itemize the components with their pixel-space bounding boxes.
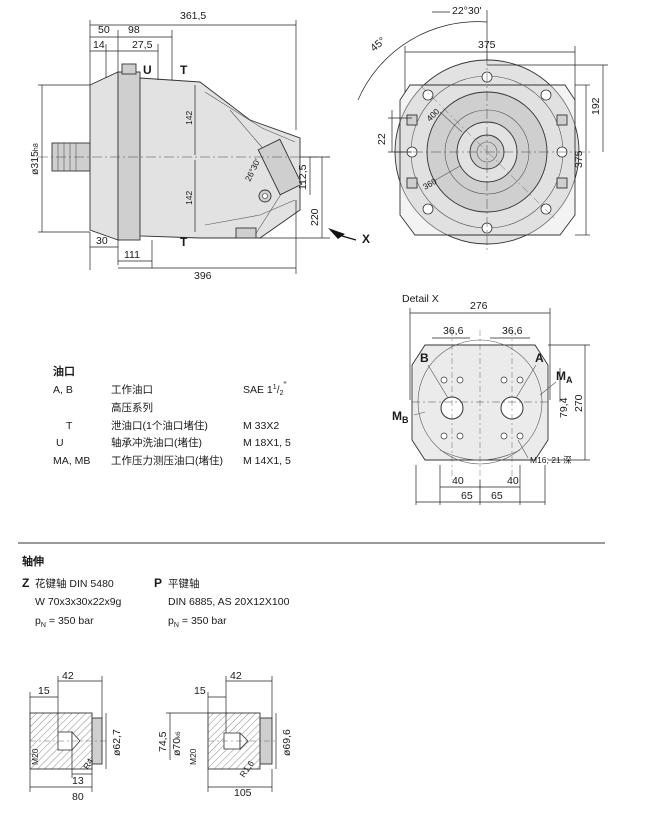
shaft-p-spec: DIN 6885, AS 20X12X100: [168, 596, 290, 608]
oil-port-row-4-desc: 工作压力测压油口(堵住): [111, 454, 223, 467]
dim-361-5: 361,5: [180, 10, 206, 22]
p-dim-15: 15: [194, 685, 206, 697]
z-dim-42: 42: [62, 670, 74, 682]
z-dim-62-7: ø62,7: [111, 729, 123, 756]
dim-142-top: 142: [184, 111, 194, 125]
dim-112-5: 112,5: [297, 164, 309, 190]
p-dim-74-5: 74,5: [157, 731, 169, 752]
thread-note: M16; 21 深: [530, 455, 572, 465]
port-u-boss: [121, 63, 137, 75]
dim-dia-315: ø315h8: [29, 143, 41, 175]
p-dim-m20: M20: [188, 748, 198, 765]
port-b-label: B: [420, 351, 429, 365]
shaft-z-drawing: 42 15 M20 ø62,7 R4 13 80: [29, 670, 123, 803]
dim-36-6-left: 36,6: [443, 325, 464, 337]
side-view: 361,5 50 98 14 27,5 U T T 142 142 26°30'…: [29, 10, 370, 282]
dim-375-top: 375: [478, 39, 496, 51]
dim-220: 220: [309, 208, 321, 226]
dim-79-4: 79,4: [558, 397, 570, 418]
p-dim-105: 105: [234, 787, 252, 799]
oil-port-row-0-spec: SAE 11/2": [243, 380, 287, 397]
p-dim-69-6: ø69,6: [281, 729, 293, 756]
angle-22-30: 22°30': [452, 5, 482, 17]
z-dim-m20: M20: [30, 748, 40, 765]
dim-22: 22: [376, 133, 388, 145]
shaft-z-letter: Z: [22, 576, 29, 590]
z-dim-80: 80: [72, 791, 84, 803]
oil-port-row-0-desc: 工作油口: [111, 383, 153, 396]
dim-40-left: 40: [452, 475, 464, 487]
dim-36-6-right: 36,6: [502, 325, 523, 337]
shaft-p-pressure: pN= 350 bar: [168, 615, 227, 629]
port-a-label: A: [535, 351, 544, 365]
oil-port-row-4-port: MA, MB: [53, 455, 90, 467]
shaft-p-drawing: 42 15 74,5 ø70k6 M20 ø69,6 R1,6 105: [157, 670, 293, 799]
dim-192: 192: [590, 97, 602, 115]
z-dim-15: 15: [38, 685, 50, 697]
oil-ports-title: 油口: [53, 364, 75, 378]
view-x-label: X: [362, 232, 370, 246]
dim-65-left: 65: [461, 490, 473, 502]
dim-375-right: 375: [573, 150, 585, 168]
oil-port-row-3-desc: 轴承冲洗油口(堵住): [111, 436, 202, 449]
shaft-title: 轴伸: [22, 554, 44, 568]
dim-40-right: 40: [507, 475, 519, 487]
oil-port-row-4-spec: M 14X1, 5: [243, 455, 291, 467]
oil-port-row-3-port: U: [56, 437, 64, 449]
shaft-section: 轴伸 Z 花键轴 DIN 5480 W 70x3x30x22x9g pN= 35…: [22, 554, 290, 629]
dim-270: 270: [573, 394, 585, 412]
p-dim-42: 42: [230, 670, 242, 682]
dim-111: 111: [124, 249, 140, 261]
oil-ports-table: 油口 A, B 工作油口 SAE 11/2" 高压系列 T 泄油口(1个油口堵住…: [53, 364, 291, 467]
dim-30: 30: [96, 235, 108, 247]
port-mb-label: MB: [392, 409, 409, 425]
detail-x-title: Detail X: [402, 293, 439, 305]
dim-27-5: 27,5: [132, 39, 153, 51]
shaft-p-name: 平键轴: [168, 577, 200, 590]
shaft-z-spec: W 70x3x30x22x9g: [35, 596, 122, 608]
shaft-z-pressure: pN= 350 bar: [35, 615, 94, 629]
port-t-top-label: T: [180, 63, 188, 77]
oil-port-row-2-desc: 泄油口(1个油口堵住): [111, 419, 208, 432]
z-dim-r4: R4: [81, 756, 95, 771]
port-t-bottom-label: T: [180, 235, 188, 249]
oil-port-row-0-port: A, B: [53, 384, 73, 396]
p-dim-70: ø70k6: [171, 731, 183, 756]
oil-port-row-2-spec: M 33X2: [243, 420, 279, 432]
oil-port-row-1-desc: 高压系列: [111, 401, 153, 414]
dim-98: 98: [128, 24, 140, 36]
shaft-p-letter: P: [154, 576, 162, 590]
shaft-z-name: 花键轴 DIN 5480: [35, 577, 114, 590]
dim-50: 50: [98, 24, 110, 36]
bottom-boss: [235, 227, 257, 239]
front-flange: [89, 71, 119, 241]
dim-276: 276: [470, 300, 488, 312]
dim-14: 14: [93, 39, 105, 51]
oil-port-row-3-spec: M 18X1, 5: [243, 437, 291, 449]
flange-ring: [117, 71, 141, 241]
port-u-label: U: [143, 63, 152, 77]
port-ma-label: MA: [556, 369, 573, 385]
port-plate: [257, 138, 303, 196]
front-view: 22°30' 45° 375 192 375 22 400 360: [357, 5, 608, 252]
z-dim-13: 13: [72, 775, 84, 787]
detail-x: Detail X 276 36,6 36,6 B A MA: [392, 293, 590, 505]
dim-396: 396: [194, 270, 212, 282]
dim-142-bottom: 142: [184, 191, 194, 205]
view-x-arrow: [328, 228, 345, 239]
dim-65-right: 65: [491, 490, 503, 502]
angle-45: 45°: [368, 35, 388, 54]
oil-port-row-2-port: T: [66, 420, 73, 432]
